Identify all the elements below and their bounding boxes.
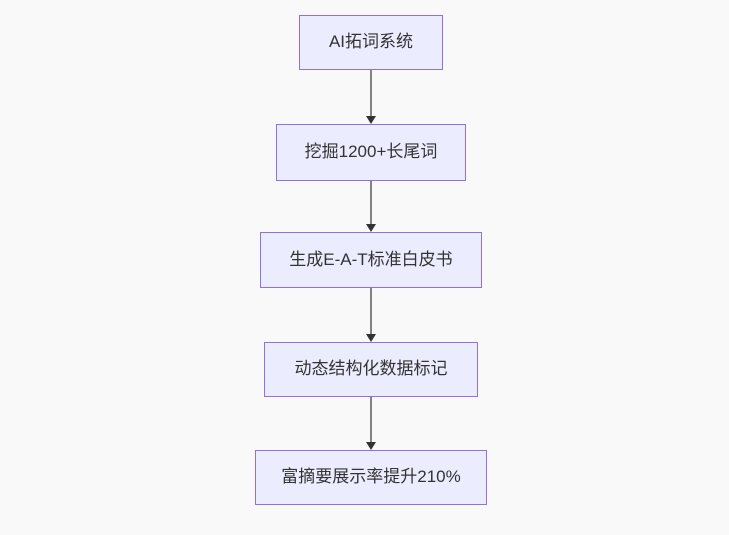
flow-node-label: AI拓词系统 <box>328 32 414 52</box>
arrowhead-down-icon <box>366 116 376 124</box>
flow-arrow-4 <box>365 397 377 450</box>
arrow-line <box>370 70 372 117</box>
flow-arrow-1 <box>365 70 377 124</box>
flow-node-structured-data-markup: 动态结构化数据标记 <box>264 342 478 397</box>
arrow-line <box>370 181 372 225</box>
flow-node-eat-whitepaper: 生成E-A-T标准白皮书 <box>260 232 482 288</box>
flow-node-label: 富摘要展示率提升210% <box>281 467 461 487</box>
arrow-line <box>370 397 372 443</box>
flow-node-rich-snippet-result: 富摘要展示率提升210% <box>255 450 487 505</box>
flow-node-label: 挖掘1200+长尾词 <box>304 142 438 162</box>
arrowhead-down-icon <box>366 224 376 232</box>
flow-node-label: 动态结构化数据标记 <box>294 359 448 379</box>
arrowhead-down-icon <box>366 442 376 450</box>
flow-node-ai-keyword-system: AI拓词系统 <box>299 15 443 70</box>
arrow-line <box>370 288 372 335</box>
flow-node-longtail-mining: 挖掘1200+长尾词 <box>276 124 466 181</box>
flow-arrow-2 <box>365 181 377 232</box>
flow-node-label: 生成E-A-T标准白皮书 <box>289 249 453 269</box>
arrowhead-down-icon <box>366 334 376 342</box>
flow-arrow-3 <box>365 288 377 342</box>
